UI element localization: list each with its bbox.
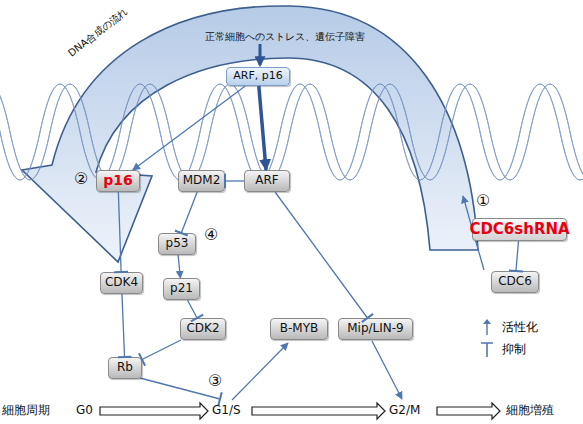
dna-helix <box>0 84 583 180</box>
node-text: p16 <box>103 173 133 188</box>
legend-text: 抑制 <box>502 341 526 358</box>
legend-sample <box>478 340 496 358</box>
legend-text: 活性化 <box>502 319 538 336</box>
protein-box: p53 <box>158 233 196 255</box>
node-text: CDK4 <box>105 276 138 289</box>
callout-number: ② <box>74 170 88 188</box>
protein-box: ARF <box>244 170 290 192</box>
protein-box: CDK2 <box>180 318 226 340</box>
protein-box: CDC6shRNA <box>472 218 567 241</box>
legend-row: 活性化 <box>478 316 538 338</box>
helix-strand <box>0 84 583 180</box>
node-text: CDC6shRNA <box>469 221 569 238</box>
helix-strand <box>0 84 583 180</box>
node-text: ARF <box>255 174 278 187</box>
protein-box: MDM2 <box>178 170 225 192</box>
stress-arrow <box>259 44 262 65</box>
g2m-activation-arrow <box>372 341 402 399</box>
legend-sample <box>478 318 496 336</box>
annotation-text: G0 <box>76 404 93 417</box>
node-text: Rb <box>117 361 133 374</box>
inhibition-line <box>118 192 121 272</box>
callout-number: ① <box>476 192 490 210</box>
protein-box: CDK4 <box>100 272 143 294</box>
cell-cycle-arrows <box>100 403 500 419</box>
node-text: Mip/LIN-9 <box>347 322 404 335</box>
g1s-activation-arrow <box>232 343 288 400</box>
annotation-text: 正常細胞へのストレス、遺伝子障害 <box>205 31 365 42</box>
protein-box: p21 <box>163 278 200 300</box>
inhibition-line <box>142 340 181 360</box>
cycle-arrow <box>252 403 385 419</box>
callout-number: ④ <box>204 226 218 244</box>
annotation-text: 細胞増殖 <box>506 404 554 417</box>
node-text: CDK2 <box>186 322 219 335</box>
node-text: MDM2 <box>183 174 221 187</box>
inhibition-line <box>225 180 244 181</box>
annotation-text: G1/S <box>212 404 241 417</box>
inhibition-sample <box>481 343 493 357</box>
protein-box: CDC6 <box>491 271 539 293</box>
protein-box: p16 <box>96 170 140 192</box>
inhibition-line <box>181 192 197 233</box>
legend: 活性化抑制 <box>478 316 538 360</box>
protein-box: Mip/LIN-9 <box>338 318 413 340</box>
legend-row: 抑制 <box>478 338 538 360</box>
activation-arrow <box>133 86 246 170</box>
helix-strand <box>0 84 583 180</box>
activation-arrow <box>178 255 180 278</box>
node-text: ARF, p16 <box>233 70 282 82</box>
inhibition-line <box>275 192 367 318</box>
annotation-text: DNA合成の流れ <box>66 6 130 59</box>
cycle-arrow <box>100 403 208 419</box>
node-text: CDC6 <box>498 275 532 288</box>
annotation-text: G2/M <box>389 404 420 417</box>
inhibition-line <box>516 241 519 271</box>
helix-strand <box>0 84 583 180</box>
inhibition-line <box>187 300 197 318</box>
protein-box: ARF, p16 <box>226 67 290 86</box>
cycle-arrow <box>437 403 500 419</box>
protein-box: B-MYB <box>270 318 328 340</box>
inhibition-line <box>122 294 125 357</box>
node-text: p21 <box>170 282 193 295</box>
annotation-text: 細胞周期 <box>2 404 50 417</box>
node-text: p53 <box>166 237 189 250</box>
arrowhead-sample <box>483 319 491 324</box>
protein-box: Rb <box>108 357 142 379</box>
callout-number: ③ <box>208 372 222 390</box>
activation-arrow <box>259 86 266 170</box>
node-text: B-MYB <box>280 322 318 335</box>
